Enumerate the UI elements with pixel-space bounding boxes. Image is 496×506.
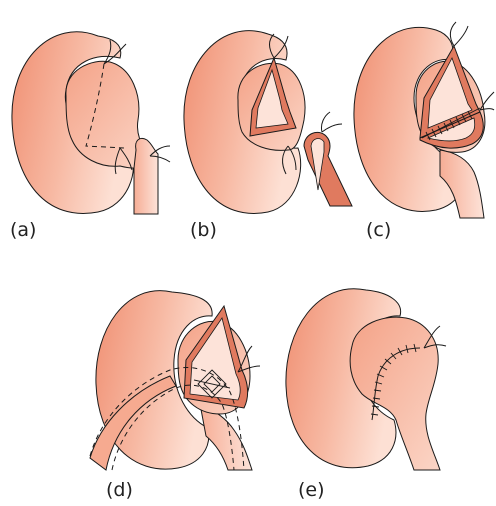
stay-suture-b3 (321, 112, 342, 132)
panel-label-e: (e) (298, 479, 325, 501)
panel-label-d: (d) (106, 479, 133, 501)
panel-e: (e) (286, 289, 446, 501)
stay-suture-c1 (450, 22, 468, 46)
panel-b: (b) (184, 31, 352, 241)
panel-label-a: (a) (10, 219, 36, 241)
panel-d: (d) (90, 291, 260, 501)
panel-a: (a) (10, 32, 170, 241)
panel-label-b: (b) (190, 219, 217, 241)
ureter-a (134, 138, 158, 214)
panel-label-c: (c) (366, 219, 391, 241)
panel-c: (c) (354, 22, 494, 241)
